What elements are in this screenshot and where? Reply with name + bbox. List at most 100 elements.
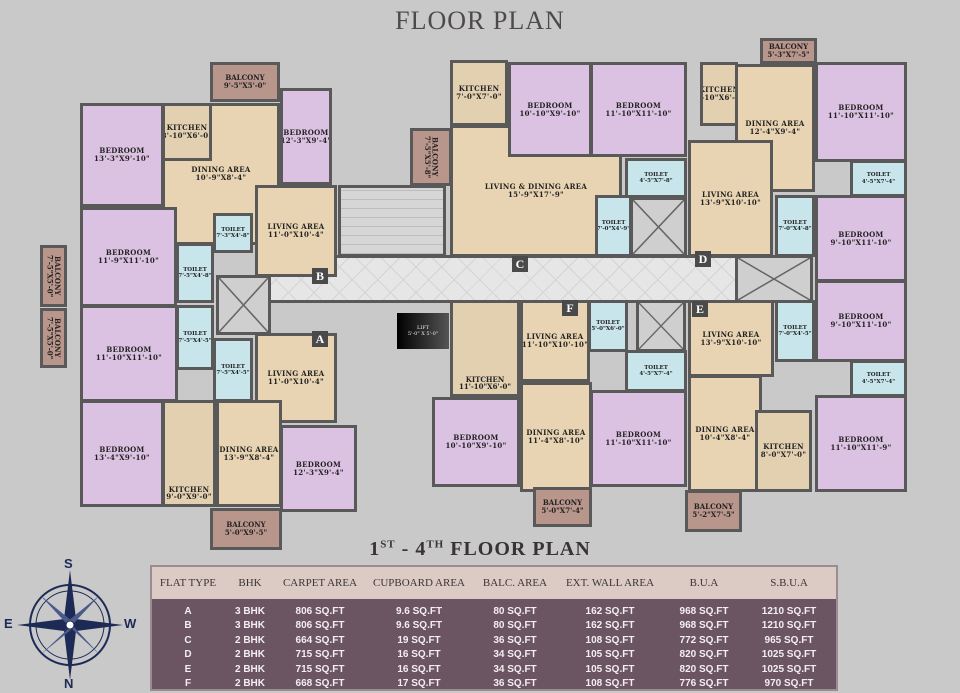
staircase — [338, 185, 446, 257]
room-size: 11'-0"X10'-4" — [268, 230, 324, 239]
room-name: KITCHEN — [465, 374, 505, 384]
flat-marker-a: A — [312, 331, 328, 347]
room-size: 4'-5"X7'-4" — [861, 178, 896, 185]
room-name: TOILET — [601, 219, 626, 226]
room-name: BEDROOM — [99, 146, 145, 156]
room-name: DINING AREA — [695, 424, 755, 434]
table-cell: 970 SQ.FT — [764, 678, 814, 690]
table-cell: 108 SQ.FT — [585, 678, 635, 690]
room-name: DINING AREA — [191, 165, 251, 175]
compass-bottom-label: N — [64, 676, 74, 691]
table-cell: 965 SQ.FT — [764, 634, 814, 646]
room-size: 4'-5"X7'-8" — [639, 178, 673, 184]
room-name: BALCONY — [53, 256, 63, 296]
table-cell: 715 SQ.FT — [295, 663, 345, 675]
table-cell: 162 SQ.FT — [585, 620, 635, 632]
room-name: BEDROOM — [838, 103, 884, 113]
table-cell: 968 SQ.FT — [679, 620, 729, 632]
room-size: 8'-10"X6'-0" — [162, 131, 212, 140]
room-size: 11'-10"X11'-10" — [605, 437, 672, 447]
table-cell: 105 SQ.FT — [585, 663, 635, 675]
room-size: 4'-5"X7'-4" — [861, 378, 896, 385]
room-name: TOILET — [644, 171, 668, 178]
lift-label: LIFT — [416, 325, 430, 331]
room-size: 7'-3"X4'-8" — [216, 233, 250, 239]
room-name: KITCHEN — [458, 84, 500, 94]
room-name: LIVING AREA — [701, 189, 760, 199]
room-size: 7'-5"X5'-8" — [423, 135, 432, 179]
compass-rose: S N E W — [4, 556, 136, 693]
room-name: LIVING AREA — [267, 369, 325, 379]
flat-marker-e: E — [692, 301, 708, 317]
room-name: BEDROOM — [527, 100, 573, 110]
room-name: TOILET — [183, 331, 207, 338]
table-cell: 80 SQ.FT — [493, 620, 537, 632]
room-size: 11'-0"X10'-4" — [268, 377, 324, 386]
room-name: BEDROOM — [615, 429, 662, 439]
room-size: 10'-10"X9'-10" — [519, 108, 581, 118]
room-name: TOILET — [866, 172, 891, 179]
room-name: BALCONY — [768, 42, 809, 52]
table-cell: 1025 SQ.FT — [761, 663, 817, 675]
table-cell: 2 BHK — [234, 678, 265, 690]
table-cell: 17 SQ.FT — [397, 678, 441, 690]
room-size: 9'-10"X11'-10" — [830, 320, 892, 329]
room-name: LIVING AREA — [526, 332, 584, 342]
room-name: DINING AREA — [219, 444, 279, 454]
flat-marker-d: D — [695, 251, 711, 267]
room-size: 11'-10"X6'-0" — [458, 382, 512, 392]
room-size: 7'-0"X4'-5" — [778, 331, 812, 337]
room-size: 10'-4"X8'-4" — [699, 432, 751, 442]
room-size: 13'-9"X10'-10" — [700, 337, 762, 347]
room-size: 9'-10"X11'-10" — [830, 237, 892, 247]
room-size: 12'-4"X9'-4" — [749, 127, 801, 136]
table-cell: 9.6 SQ.FT — [395, 620, 443, 632]
room-name: TOILET — [596, 319, 620, 326]
room-size: 5'-3"X7'-5" — [767, 50, 810, 59]
table-cell: D — [184, 649, 192, 661]
room-size: 7'-5"X5'-0" — [45, 254, 55, 298]
table-cell: 3 BHK — [234, 605, 265, 617]
room-size: 7'-5"X4'-8" — [178, 273, 212, 279]
room-size: 11'-10"X10'-10" — [521, 340, 589, 349]
compass-left-label: E — [4, 616, 13, 631]
table-cell: 820 SQ.FT — [679, 663, 729, 675]
room-size: 5'-0"X7'-4" — [541, 506, 584, 515]
table-cell: 1210 SQ.FT — [761, 605, 817, 617]
table-cell: 16 SQ.FT — [397, 649, 441, 661]
table-cell: 80 SQ.FT — [493, 605, 537, 617]
room-name: KITCHEN — [700, 85, 738, 95]
room-size: 7'-5"X5'-0" — [45, 316, 55, 360]
room-name: KITCHEN — [168, 484, 210, 494]
room-size: 7'-5"X4'-5" — [216, 370, 250, 376]
room-name: BEDROOM — [105, 248, 152, 258]
table-cell: B — [184, 620, 192, 632]
table-cell: 105 SQ.FT — [585, 649, 635, 661]
floor-range-heading: 1ST - 4TH FLOOR PLAN — [0, 538, 960, 561]
table-cell: 806 SQ.FT — [295, 620, 345, 632]
room-name: BEDROOM — [295, 459, 342, 469]
table-cell: 668 SQ.FT — [295, 678, 345, 690]
table-cell: 2 BHK — [234, 649, 265, 661]
table-cell: 776 SQ.FT — [679, 678, 729, 690]
heading-rest: FLOOR PLAN — [444, 538, 591, 560]
table-cell: 772 SQ.FT — [679, 634, 729, 646]
table-cell: 806 SQ.FT — [295, 605, 345, 617]
flat-marker-c: C — [512, 256, 528, 272]
table-cell: 36 SQ.FT — [493, 678, 537, 690]
